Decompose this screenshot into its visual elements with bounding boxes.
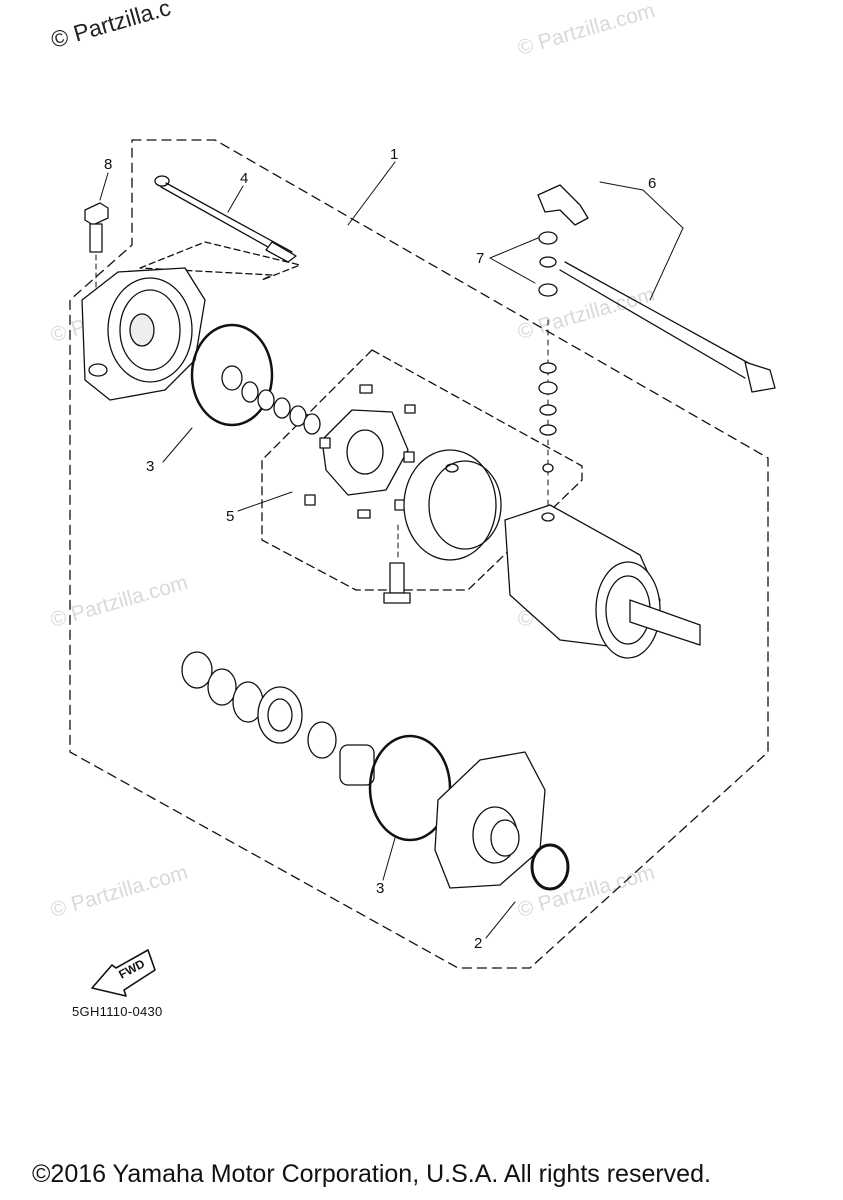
brush-set-boundary	[261, 349, 583, 591]
brush-holder	[304, 384, 416, 519]
washer-stack-right	[538, 231, 558, 473]
callout-8: 8	[104, 156, 113, 173]
o-ring-3-upper	[190, 323, 274, 427]
callout-7: 7	[476, 250, 485, 267]
lead-wire-6	[537, 184, 776, 393]
lower-shim-stack	[181, 651, 375, 786]
fwd-arrow-icon	[91, 949, 156, 997]
callout-3-upper: 3	[146, 458, 155, 475]
motor-body	[504, 504, 701, 659]
callout-3-lower: 3	[376, 880, 385, 897]
washer-stack-upper	[221, 365, 321, 435]
diagram-reference: 5GH1110-0430	[72, 1004, 163, 1019]
rear-cover	[81, 267, 206, 401]
assembly-boundary	[69, 139, 769, 969]
callout-4: 4	[240, 170, 249, 187]
brush-screw	[383, 524, 411, 604]
callout-5: 5	[226, 508, 235, 525]
bolt-box	[139, 241, 301, 281]
bolt-4	[154, 175, 297, 263]
callout-2: 2	[474, 935, 483, 952]
o-ring-2	[530, 843, 570, 891]
yoke-ring	[403, 449, 502, 561]
front-cover	[434, 751, 546, 889]
leader-lines	[99, 161, 684, 939]
callout-6: 6	[648, 175, 657, 192]
copyright-notice: ©2016 Yamaha Motor Corporation, U.S.A. A…	[32, 1160, 711, 1188]
callout-1: 1	[390, 146, 399, 163]
